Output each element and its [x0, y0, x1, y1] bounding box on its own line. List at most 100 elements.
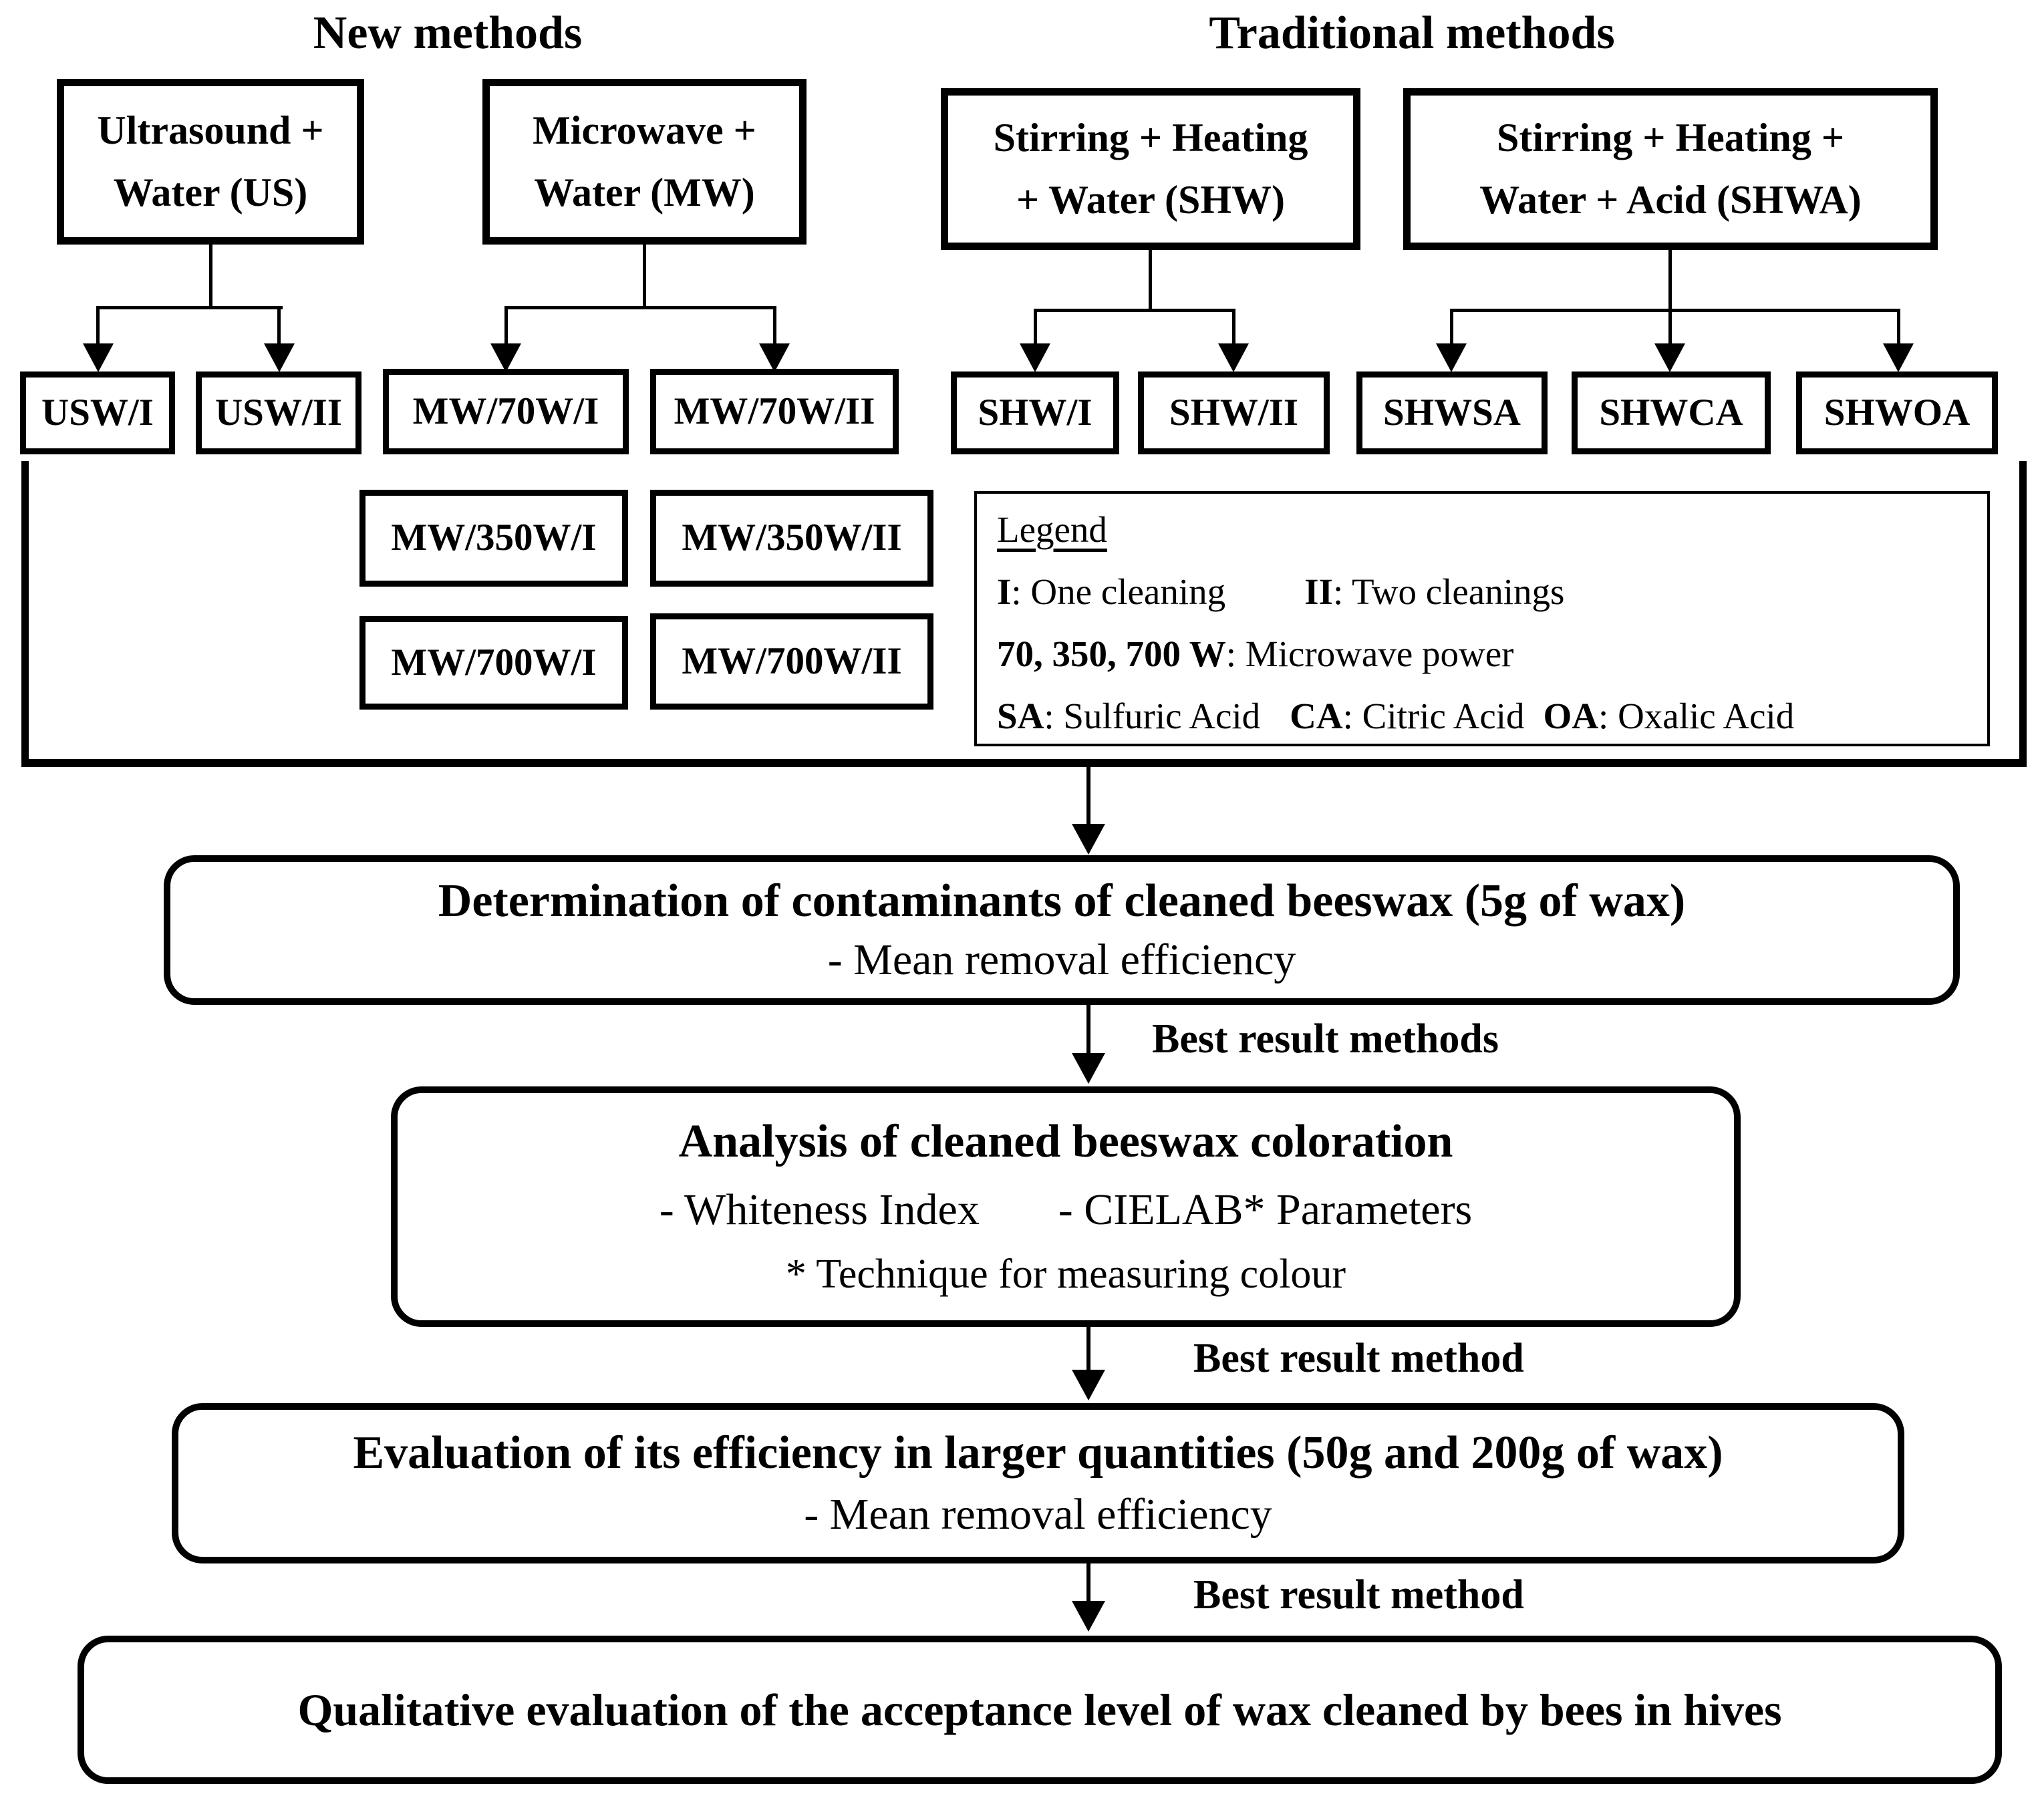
legend-text-sa: : Sulfuric Acid: [1044, 696, 1261, 736]
mw70w2-arrowhead-icon: [759, 343, 790, 372]
usw1-drop-line: [96, 306, 100, 346]
analysis-title: Analysis of cleaned beeswax coloration: [678, 1116, 1453, 1168]
method-label-shwca: SHWCA: [1599, 391, 1743, 434]
shwa-stem-line: [1668, 250, 1672, 311]
shwa-line1: Stirring + Heating +: [1496, 116, 1845, 160]
method-box-usw2: USW/II: [196, 371, 361, 454]
shwoa-drop-line: [1897, 309, 1900, 346]
shw1-drop-line: [1034, 309, 1037, 346]
new-methods-heading: New methods: [313, 7, 583, 59]
evaluation-box: Evaluation of its efficiency in larger q…: [172, 1403, 1904, 1563]
analysis-item-cielab: - CIELAB* Parameters: [1058, 1185, 1473, 1234]
method-box-mw70w2: MW/70W/II: [650, 369, 899, 454]
determination-title: Determination of contaminants of cleaned…: [438, 875, 1686, 927]
analysis-item-whiteness: - Whiteness Index: [659, 1185, 980, 1234]
method-label-mw350w2: MW/350W/II: [682, 516, 902, 559]
ultrasound-water-box: Ultrasound + Water (US): [57, 79, 364, 245]
traditional-methods-heading: Traditional methods: [1209, 7, 1615, 59]
legend-text-two: : Two cleanings: [1332, 571, 1565, 612]
best-result-label-3: Best result method: [1193, 1572, 1524, 1618]
method-label-usw1: USW/I: [41, 391, 154, 434]
analysis-items: - Whiteness Index - CIELAB* Parameters: [660, 1185, 1472, 1235]
determination-box: Determination of contaminants of cleaned…: [164, 855, 1960, 1005]
ultrasound-water-line2: Water (US): [113, 170, 308, 214]
method-label-mw70w2: MW/70W/II: [674, 390, 875, 432]
ultrasound-water-line1: Ultrasound +: [97, 108, 324, 152]
legend-text-one: : One cleaning: [1011, 571, 1226, 612]
shw2-drop-line: [1232, 309, 1235, 346]
method-box-shwca: SHWCA: [1572, 371, 1771, 454]
method-box-usw1: USW/I: [20, 371, 175, 454]
method-label-mw700w2: MW/700W/II: [682, 639, 902, 682]
method-label-usw2: USW/II: [214, 391, 343, 434]
legend-title: Legend: [997, 509, 1107, 550]
legend-key-ca: CA: [1290, 696, 1343, 736]
shw-split-line: [1034, 309, 1235, 312]
method-box-mw700w2: MW/700W/II: [650, 613, 933, 710]
determination-subtitle: - Mean removal efficiency: [827, 935, 1296, 984]
method-box-mw70w1: MW/70W/I: [383, 369, 629, 454]
us-stem-line: [209, 245, 212, 309]
mw70w1-arrowhead-icon: [490, 343, 521, 372]
method-box-shwsa: SHWSA: [1356, 371, 1548, 454]
shwa-split-line: [1450, 309, 1900, 312]
shwoa-arrowhead-icon: [1883, 343, 1914, 372]
shw1-arrowhead-icon: [1020, 343, 1050, 372]
legend-key-one: I: [997, 571, 1012, 612]
legend-key-power: 70, 350, 700 W: [997, 633, 1226, 674]
method-box-shwoa: SHWOA: [1796, 371, 1998, 454]
bracket-left-line: [21, 461, 29, 767]
legend-text-ca: : Citric Acid: [1342, 696, 1525, 736]
shwsa-drop-line: [1450, 309, 1453, 346]
legend-line-power: 70, 350, 700 W: Microwave power: [997, 635, 1987, 672]
shwca-drop-line: [1668, 309, 1672, 346]
shw-line1: Stirring + Heating: [993, 116, 1308, 160]
method-label-mw350w1: MW/350W/I: [391, 516, 597, 559]
shwsa-arrowhead-icon: [1436, 343, 1467, 372]
legend-text-oa: : Oxalic Acid: [1598, 696, 1795, 736]
flow-arrow-1-stem: [1086, 767, 1090, 826]
evaluation-subtitle: - Mean removal efficiency: [804, 1490, 1272, 1539]
flow-arrow-2-head-icon: [1072, 1053, 1105, 1084]
method-label-shw1: SHW/I: [978, 391, 1092, 434]
shwca-arrowhead-icon: [1654, 343, 1685, 372]
legend-key-two: II: [1304, 571, 1333, 612]
us-split-line: [96, 306, 283, 309]
stirring-heating-water-box: Stirring + Heating + Water (SHW): [941, 88, 1360, 250]
legend-key-sa: SA: [997, 696, 1044, 736]
shw-stem-line: [1149, 250, 1152, 311]
evaluation-title: Evaluation of its efficiency in larger q…: [353, 1427, 1723, 1479]
shw2-arrowhead-icon: [1218, 343, 1249, 372]
analysis-box: Analysis of cleaned beeswax coloration -…: [391, 1086, 1741, 1327]
mw-split-line: [504, 306, 776, 309]
stirring-heating-water-acid-box: Stirring + Heating + Water + Acid (SHWA): [1403, 88, 1938, 250]
best-result-label-1: Best result methods: [1152, 1016, 1499, 1062]
method-label-shwoa: SHWOA: [1823, 391, 1970, 434]
mw-stem-line: [643, 245, 646, 309]
bracket-right-line: [2019, 461, 2027, 767]
method-box-shw1: SHW/I: [951, 371, 1119, 454]
method-label-mw700w1: MW/700W/I: [391, 641, 597, 684]
flow-arrow-3-head-icon: [1072, 1370, 1105, 1400]
microwave-water-line2: Water (MW): [534, 170, 755, 214]
final-box: Qualitative evaluation of the acceptance…: [78, 1636, 2002, 1784]
method-box-mw350w1: MW/350W/I: [359, 490, 628, 587]
flow-arrow-2-stem: [1086, 1005, 1090, 1056]
usw1-arrowhead-icon: [83, 343, 114, 372]
mw70w1-drop-line: [504, 306, 508, 346]
method-label-shw2: SHW/II: [1169, 391, 1299, 434]
legend-line-acids: SA: Sulfuric Acid CA: Citric Acid OA: Oxal…: [997, 698, 1987, 734]
legend-key-oa: OA: [1543, 696, 1599, 736]
analysis-footnote: * Technique for measuring colour: [785, 1251, 1346, 1297]
method-box-mw350w2: MW/350W/II: [650, 490, 933, 587]
microwave-water-line1: Microwave +: [533, 108, 756, 152]
flow-arrow-1-head-icon: [1072, 824, 1105, 855]
final-title: Qualitative evaluation of the acceptance…: [297, 1684, 1782, 1735]
method-label-shwsa: SHWSA: [1383, 391, 1521, 434]
usw2-drop-line: [277, 306, 281, 346]
flow-arrow-4-head-icon: [1072, 1601, 1105, 1632]
method-box-mw700w1: MW/700W/I: [359, 616, 628, 710]
method-box-shw2: SHW/II: [1138, 371, 1330, 454]
microwave-water-box: Microwave + Water (MW): [482, 79, 807, 245]
